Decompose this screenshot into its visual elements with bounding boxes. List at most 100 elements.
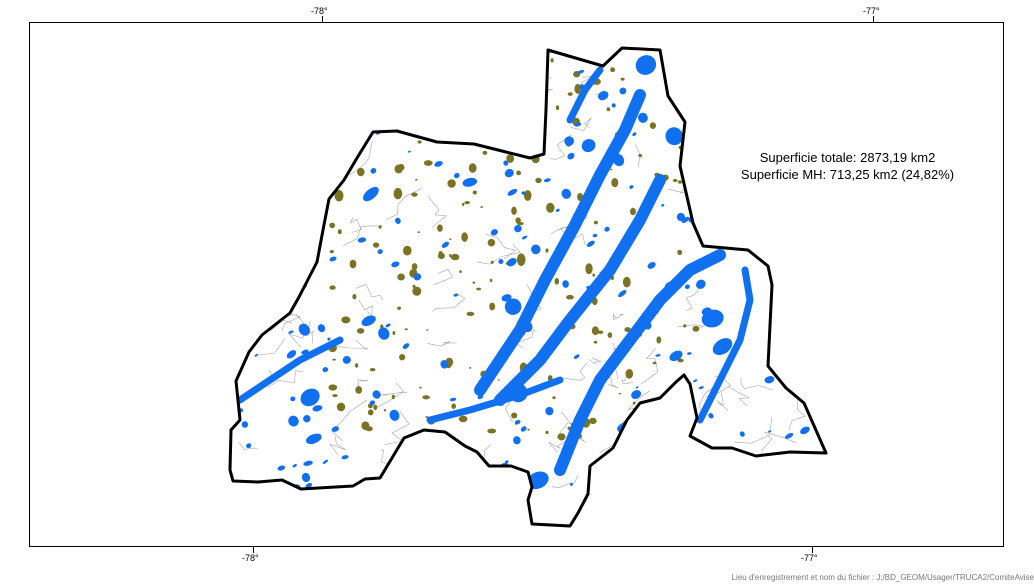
lake — [294, 60, 299, 65]
wetland — [649, 122, 657, 129]
wetland — [443, 79, 450, 85]
wetland — [593, 340, 598, 344]
lake — [384, 59, 395, 69]
stream — [515, 329, 537, 348]
lake — [514, 420, 521, 425]
lake — [296, 127, 301, 131]
stream — [349, 140, 374, 176]
wetland — [503, 96, 511, 107]
wetland — [531, 103, 535, 108]
lake — [808, 223, 817, 232]
lake — [305, 482, 313, 489]
lake — [258, 269, 268, 276]
wetland — [489, 302, 496, 311]
lake — [764, 376, 775, 384]
wetland — [638, 154, 643, 157]
stream — [607, 376, 619, 389]
wetland — [516, 253, 526, 266]
lake — [244, 212, 249, 218]
lake — [776, 358, 786, 366]
lake — [678, 84, 685, 89]
wetland — [670, 427, 675, 432]
wetland — [459, 270, 462, 273]
lake — [444, 89, 456, 100]
lake — [812, 402, 823, 409]
wetland — [514, 99, 517, 103]
lake — [283, 152, 288, 156]
wetland — [356, 328, 365, 334]
lake — [287, 285, 292, 290]
lake — [712, 338, 733, 356]
lake — [513, 436, 521, 445]
wetland — [417, 231, 421, 234]
wetland — [369, 368, 376, 372]
wetland — [656, 336, 662, 344]
lake — [434, 161, 443, 167]
stream — [319, 87, 338, 129]
lake — [638, 332, 642, 337]
wetland — [383, 409, 387, 412]
stream — [609, 456, 628, 474]
lake — [803, 125, 810, 132]
lake — [664, 281, 675, 291]
wetland — [432, 103, 439, 111]
wetland — [611, 178, 619, 188]
lake — [543, 178, 551, 183]
wetland — [515, 217, 521, 224]
file-path-footer: Lieu d'enregistrement et nom du fichier … — [731, 573, 1034, 582]
lake-band — [474, 89, 646, 396]
stream — [255, 123, 300, 142]
lake — [363, 186, 379, 202]
stream — [307, 320, 314, 344]
stream — [267, 370, 304, 388]
lake — [383, 99, 387, 104]
wetland — [358, 103, 367, 110]
stream — [257, 338, 285, 356]
wetland — [415, 179, 418, 181]
lake-band — [554, 249, 726, 476]
stream — [788, 399, 806, 431]
top-tick-label-1: -78° — [311, 6, 328, 16]
wetland — [393, 187, 403, 200]
lake — [755, 497, 762, 504]
wetland — [373, 404, 378, 410]
wetland — [335, 85, 338, 90]
lake — [309, 56, 319, 66]
lake — [357, 237, 367, 243]
lake — [283, 194, 291, 203]
lake — [302, 198, 309, 204]
lake — [708, 413, 714, 419]
lake — [435, 510, 445, 519]
lake — [676, 486, 683, 493]
lake — [444, 502, 450, 508]
stream — [550, 134, 572, 160]
wetland — [480, 206, 484, 208]
lake — [507, 496, 517, 501]
wetland — [422, 395, 430, 400]
wetland — [462, 202, 465, 207]
wetland — [625, 369, 634, 379]
lake — [635, 386, 639, 389]
lake — [763, 101, 769, 107]
lake — [275, 157, 279, 161]
lake — [647, 514, 661, 523]
wetland — [326, 176, 334, 183]
lake-band — [696, 266, 754, 424]
lake — [521, 321, 533, 333]
lake — [681, 216, 690, 224]
lake — [721, 135, 728, 142]
lake — [301, 392, 312, 401]
lake — [283, 260, 295, 270]
wetland — [632, 401, 636, 405]
bottom-tick-mark-2 — [812, 547, 813, 553]
lake — [783, 508, 790, 514]
stream — [548, 436, 573, 453]
stream — [640, 348, 659, 385]
wetland — [593, 220, 598, 225]
wetland — [677, 395, 685, 405]
bottom-tick-mark-1 — [253, 547, 254, 553]
lake — [292, 464, 297, 468]
wetland — [329, 285, 336, 290]
lake — [579, 84, 586, 90]
